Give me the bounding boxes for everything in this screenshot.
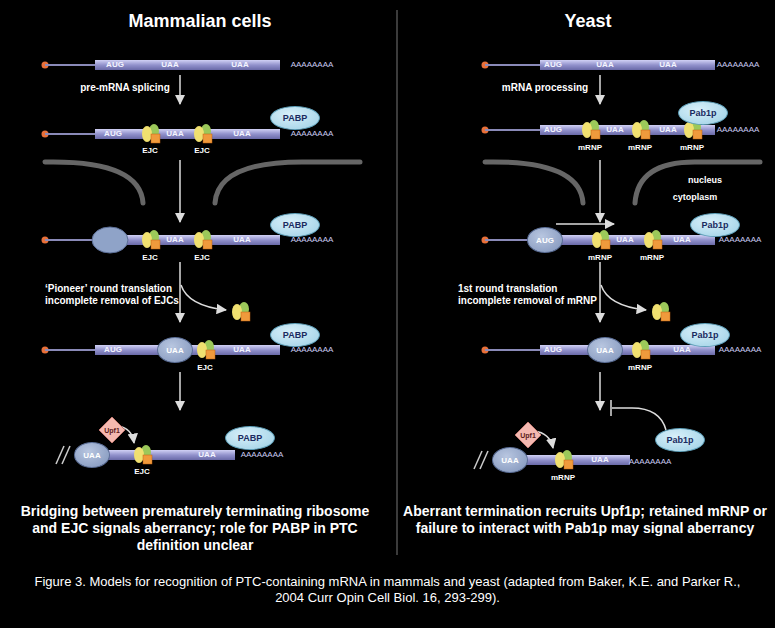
compartment-label: nucleus	[688, 175, 722, 186]
codon-label: UAA	[166, 235, 183, 245]
ribosome: UAA	[157, 337, 193, 363]
complex-label: mRNP	[578, 143, 602, 153]
complex-label: EJC	[197, 363, 213, 373]
poly-a-binding-protein: Pab1p	[678, 101, 728, 125]
panel-title: Yeast	[564, 11, 611, 33]
node-text: UAA	[501, 456, 518, 465]
summary-text: Bridging between prematurely terminating…	[15, 503, 375, 553]
codon-label: UAA	[198, 450, 215, 460]
codon-label: AUG	[544, 345, 562, 355]
poly-a-binding-protein: Pab1p	[655, 428, 705, 452]
codon-label: UAA	[231, 60, 248, 70]
polya-label: AAAAAAAA	[717, 125, 760, 135]
polya-label: AAAAAAAA	[629, 457, 672, 467]
upf1-diamond: Upf1	[99, 417, 125, 443]
complex-label: EJC	[142, 146, 158, 156]
node-text: Upf1	[104, 427, 120, 434]
node-text: PABP	[283, 330, 307, 340]
poly-a-binding-protein: Pab1p	[680, 323, 730, 347]
polya-label: AAAAAAAA	[291, 60, 334, 70]
node-text: Upf1	[520, 432, 536, 439]
codon-label: AUG	[544, 125, 562, 135]
node-text: UAA	[596, 346, 613, 355]
poly-a-binding-protein: PABP	[270, 323, 320, 347]
codon-label: UAA	[166, 129, 183, 139]
step-label: 1st round translation incomplete removal…	[458, 283, 608, 307]
poly-a-binding-protein: Pab1p	[690, 213, 740, 237]
codon-label: AUG	[106, 60, 124, 70]
codon-label: AUG	[104, 129, 122, 139]
node-text: Pab1p	[666, 435, 693, 445]
step-label: pre-mRNA splicing	[80, 82, 170, 94]
complex-label: mRNP	[640, 253, 664, 263]
codon-label: AUG	[104, 345, 122, 355]
node-text: PABP	[283, 220, 307, 230]
codon-label: UAA	[616, 235, 633, 245]
mrna-strands	[42, 60, 716, 469]
codon-label: UAA	[673, 345, 690, 355]
codon-label: UAA	[606, 125, 623, 135]
complex-label: EJC	[142, 253, 158, 263]
polya-label: AAAAAAAA	[719, 235, 762, 245]
codon-label: UAA	[596, 60, 613, 70]
divider	[397, 10, 398, 555]
node-text: UAA	[166, 346, 183, 355]
complex-label: EJC	[194, 253, 210, 263]
node-text: PABP	[238, 433, 262, 443]
node-text: Pab1p	[689, 108, 716, 118]
poly-a-binding-protein: PABP	[270, 106, 320, 130]
complex-label: mRNP	[628, 143, 652, 153]
exon-junction-complexes	[134, 120, 702, 469]
node-text: Pab1p	[691, 330, 718, 340]
complex-label: mRNP	[551, 473, 575, 483]
complex-label: mRNP	[628, 363, 652, 373]
step-label: mRNA processing	[502, 82, 588, 94]
polya-label: AAAAAAAA	[291, 129, 334, 139]
complex-label: EJC	[134, 467, 150, 477]
summary-text: Aberrant termination recruits Upf1p; ret…	[400, 503, 770, 537]
codon-label: AUG	[544, 60, 562, 70]
polya-label: AAAAAAAA	[291, 345, 334, 355]
codon-label: UAA	[673, 235, 690, 245]
compartment-label: cytoplasm	[673, 192, 718, 203]
step-arrows	[118, 75, 666, 448]
codon-label: UAA	[233, 129, 250, 139]
complex-label: mRNP	[588, 253, 612, 263]
poly-a-binding-protein: PABP	[225, 426, 275, 450]
node-text: Pab1p	[701, 220, 728, 230]
ribosome: UAA	[587, 337, 623, 363]
ribosome: AUG	[527, 227, 563, 253]
polya-label: AAAAAAAA	[291, 235, 334, 245]
polya-label: AAAAAAAA	[719, 345, 762, 355]
node-text: UAA	[83, 451, 100, 460]
ribosome	[92, 227, 128, 253]
codon-label: UAA	[659, 60, 676, 70]
nuclear-envelope	[45, 162, 760, 203]
node-text: AUG	[536, 236, 554, 245]
polya-label: AAAAAAAA	[717, 60, 760, 70]
complex-label: mRNP	[680, 143, 704, 153]
codon-label: UAA	[233, 345, 250, 355]
step-label: ‘Pioneer’ round translation incomplete r…	[45, 283, 195, 307]
poly-a-binding-protein: PABP	[270, 213, 320, 237]
codon-label: UAA	[233, 235, 250, 245]
ribosome: UAA	[492, 447, 528, 473]
node-text: PABP	[283, 113, 307, 123]
ribosome: UAA	[74, 442, 110, 468]
codon-label: UAA	[591, 455, 608, 465]
figure-caption: Figure 3. Models for recognition of PTC-…	[30, 574, 745, 605]
codon-label: UAA	[161, 60, 178, 70]
upf1-diamond: Upf1	[515, 422, 541, 448]
codon-label: UAA	[659, 125, 676, 135]
panel-title: Mammalian cells	[128, 11, 271, 33]
complex-label: EJC	[194, 146, 210, 156]
polya-label: AAAAAAAA	[241, 450, 284, 460]
